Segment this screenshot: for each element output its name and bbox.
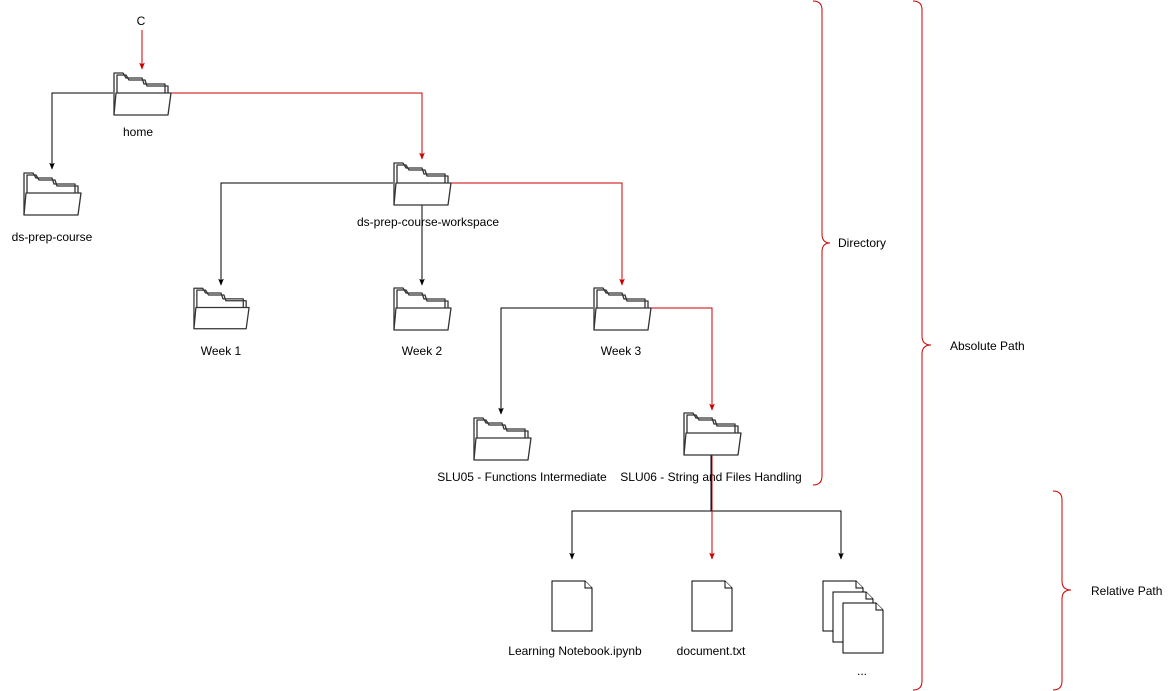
bracket-label-absolute: Absolute Path [950,339,1025,353]
folder-icon [593,287,652,331]
bracket-label-relative: Relative Path [1091,584,1162,598]
edge-workspace-to-week1 [218,182,393,286]
edge-workspace-to-week3 [450,182,625,286]
curly-bracket-directory [812,0,831,486]
edge-week3-to-slu06 [650,307,715,411]
folder-icon [393,162,452,206]
folder-ds-prep-course-workspace[interactable]: ds-prep-course-workspace [357,162,499,229]
folder-slu05[interactable]: SLU05 - Functions Intermediate [437,417,607,484]
file-more-files[interactable]: ... [822,580,884,678]
folder-label-ds-prep-course: ds-prep-course [12,230,93,244]
file-learning-notebook[interactable]: Learning Notebook.ipynb [508,580,642,658]
folder-icon [393,287,452,331]
edge-home-to-ds-prep-course [49,92,113,170]
folder-icon [683,412,742,456]
bracket-relative-path: Relative Path [1052,490,1162,691]
bracket-absolute-path: Absolute Path [912,0,1025,691]
folder-icon [113,72,172,116]
bracket-directory: Directory [812,0,886,486]
edge-slu06-to-more-files [711,510,844,560]
document-icon [551,580,593,632]
edges-black [49,92,844,560]
stacked-documents-icon [842,602,884,654]
edge-week3-to-slu05 [498,307,593,415]
curly-bracket-absolute [912,0,932,691]
folder-slu06[interactable]: SLU06 - String and Files Handling [620,412,802,484]
folder-label-week2: Week 2 [402,344,443,358]
folder-icon [193,287,250,330]
folder-icon [23,172,82,216]
folder-label-slu05: SLU05 - Functions Intermediate [437,470,607,484]
folder-icon [473,417,532,461]
edge-home-to-workspace [170,92,425,160]
folder-ds-prep-course[interactable]: ds-prep-course [12,172,93,244]
folder-label-home: home [123,125,153,139]
folder-label-slu06: SLU06 - String and Files Handling [620,470,801,484]
folder-home[interactable]: home [113,72,172,139]
edges-path-highlight [139,30,715,560]
file-label-document: document.txt [677,644,746,658]
folder-week1[interactable]: Week 1 [193,287,250,358]
curly-bracket-relative [1052,490,1072,691]
bracket-label-directory: Directory [838,236,886,250]
folder-label-week1: Week 1 [201,344,242,358]
root-label: C [137,14,146,28]
file-label-notebook: Learning Notebook.ipynb [508,644,642,658]
document-icon [691,580,733,632]
folder-label-workspace: ds-prep-course-workspace [357,215,499,229]
file-label-more: ... [857,664,867,678]
folder-label-week3: Week 3 [601,344,642,358]
folder-week3[interactable]: Week 3 [593,287,652,358]
edge-slu06-to-notebook [569,455,712,560]
file-document-txt[interactable]: document.txt [677,580,746,658]
folder-week2[interactable]: Week 2 [393,287,452,358]
